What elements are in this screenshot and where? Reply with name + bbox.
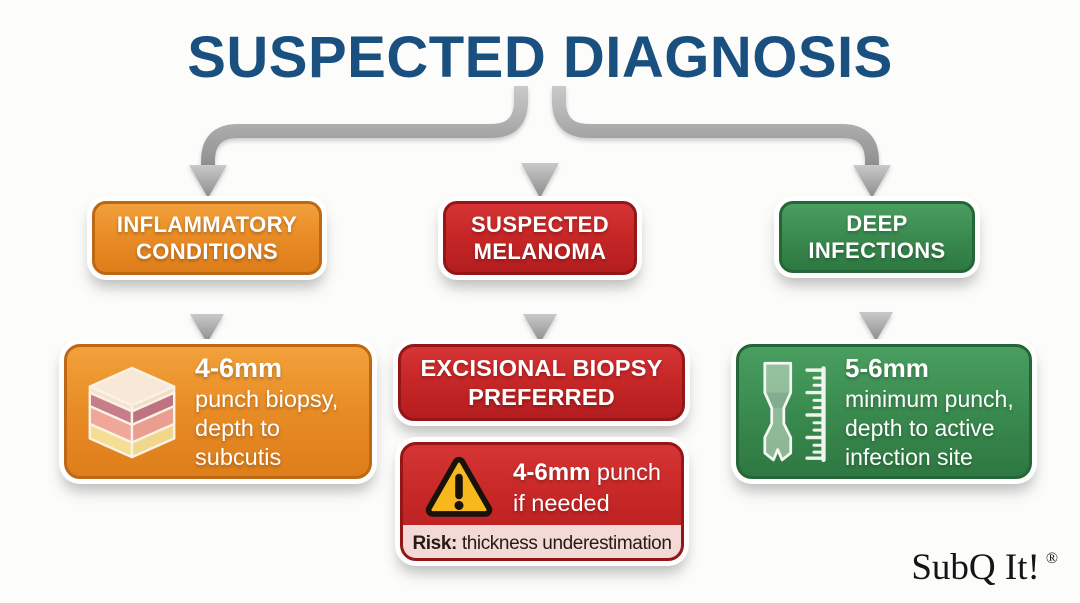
skin-layers-icon: [88, 366, 176, 458]
punch-size-value: 4-6mm: [195, 352, 283, 383]
detail-text: 4-6mm punch biopsy, depth to subcutis: [195, 352, 338, 472]
warning-row: 4-6mm punch if needed: [403, 445, 681, 525]
preferred-line: EXCISIONAL BIOPSY: [420, 354, 663, 381]
page-title: SUSPECTED DIAGNOSIS: [187, 25, 893, 90]
punch-size-value: 5-6mm: [845, 352, 929, 383]
warning-line: if needed: [513, 490, 610, 516]
detail-text: 5-6mm minimum punch, depth to active inf…: [845, 352, 1014, 472]
detail-line: punch biopsy,: [195, 385, 339, 412]
registered-mark: ®: [1045, 549, 1058, 567]
branch-header-line: CONDITIONS: [135, 239, 279, 264]
brand-logo-text: SubQ It!: [911, 547, 1040, 588]
down-arrowhead-right: [859, 312, 893, 341]
branch-arrowhead-right: [853, 165, 891, 198]
detail-melanoma-preferred: EXCISIONAL BIOPSY PREFERRED: [398, 344, 685, 421]
detail-melanoma-warning: 4-6mm punch if needed Risk: thickness un…: [400, 442, 684, 561]
warning-icon: [425, 456, 493, 517]
warning-line-rest: punch: [590, 459, 661, 485]
detail-line: depth to: [195, 414, 280, 441]
warning-text: 4-6mm punch if needed: [513, 456, 661, 518]
warning-line: 4-6mm punch: [513, 456, 661, 489]
detail-deep-infections: 5-6mm minimum punch, depth to active inf…: [736, 344, 1032, 479]
punch-depth-ruler-icon: [763, 361, 826, 462]
branch-header-deep-infections: DEEP INFECTIONS: [779, 201, 975, 273]
branch-arrow-left: [201, 86, 528, 170]
down-arrowhead-left: [190, 314, 224, 343]
branch-arrowhead-left: [189, 165, 227, 198]
branch-header-line: INFLAMMATORY: [116, 212, 298, 237]
branch-arrow-right: [552, 86, 879, 170]
down-arrowhead-center: [523, 314, 557, 343]
branch-arrowhead-center: [521, 163, 559, 198]
punch-size-value: 4-6mm: [513, 459, 591, 486]
branch-header-line: DEEP: [846, 211, 908, 236]
detail-line: minimum punch,: [845, 385, 1014, 412]
risk-note: Risk: thickness underestimation: [403, 525, 681, 558]
branch-header-melanoma: SUSPECTED MELANOMA: [443, 201, 637, 275]
detail-inflammatory: 4-6mm punch biopsy, depth to subcutis: [64, 344, 372, 479]
preferred-line: PREFERRED: [468, 383, 615, 410]
branch-header-line: INFECTIONS: [808, 238, 946, 263]
brand-logo: SubQ It! ®: [911, 546, 1058, 589]
branch-header-line: SUSPECTED: [470, 212, 610, 237]
risk-text: thickness underestimation: [456, 533, 672, 554]
risk-label: Risk:: [412, 533, 457, 554]
detail-line: subcutis: [195, 443, 282, 470]
detail-line: infection site: [845, 443, 973, 470]
detail-line: depth to active: [845, 414, 995, 441]
branch-header-inflammatory: INFLAMMATORY CONDITIONS: [92, 201, 322, 275]
branch-header-line: MELANOMA: [473, 239, 607, 264]
